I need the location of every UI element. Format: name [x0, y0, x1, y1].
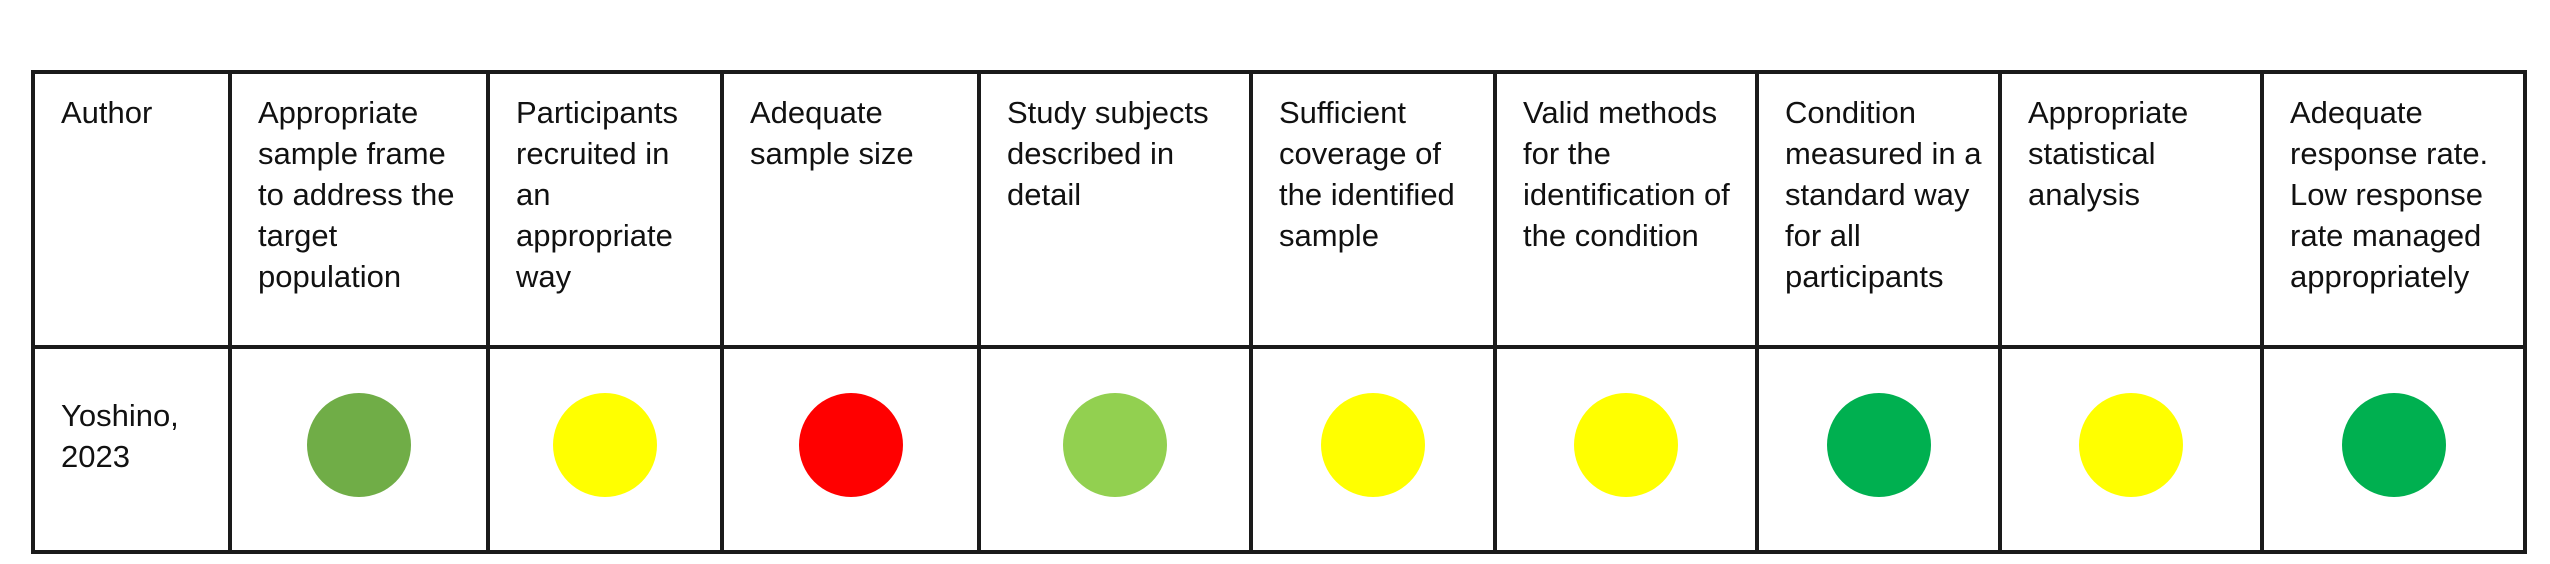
header-author: Author — [31, 70, 232, 349]
rating-cell — [977, 345, 1253, 554]
author-cell: Yoshino, 2023 — [31, 345, 232, 554]
header-subjects-described: Study subjects described in detail — [977, 70, 1253, 349]
header-row: Author Appropriate sample frame to addre… — [31, 70, 2527, 349]
rating-dot — [1063, 392, 1167, 497]
rating-cell — [1249, 345, 1497, 554]
rating-dot — [1574, 392, 1678, 497]
header-statistical-analysis: Appropriate statistical analysis — [1998, 70, 2264, 349]
rating-cell — [2260, 345, 2527, 554]
rating-cell — [486, 345, 724, 554]
rating-cell — [720, 345, 981, 554]
rating-dot — [1321, 392, 1425, 497]
header-standard-measurement: Condition measured in a standard way for… — [1755, 70, 2002, 349]
rating-dot — [798, 392, 903, 497]
rating-cell — [1998, 345, 2264, 554]
header-response-rate: Adequate response rate. Low response rat… — [2260, 70, 2527, 349]
rating-dot — [1826, 392, 1931, 497]
rating-cell — [1493, 345, 1759, 554]
rating-cell — [228, 345, 490, 554]
header-sample-frame: Appropriate sample frame to address the … — [228, 70, 490, 349]
header-sample-size: Adequate sample size — [720, 70, 981, 349]
rating-dot — [2341, 392, 2446, 497]
rating-dot — [307, 392, 411, 497]
table-row: Yoshino, 2023 — [31, 345, 2527, 554]
rating-cell — [1755, 345, 2002, 554]
rating-dot — [2079, 392, 2183, 497]
header-valid-methods: Valid methods for the identification of … — [1493, 70, 1759, 349]
rating-dot — [553, 392, 657, 497]
header-recruitment: Participants recruited in an appropriate… — [486, 70, 724, 349]
quality-assessment-table: Author Appropriate sample frame to addre… — [31, 70, 2527, 554]
header-sample-coverage: Sufficient coverage of the identified sa… — [1249, 70, 1497, 349]
